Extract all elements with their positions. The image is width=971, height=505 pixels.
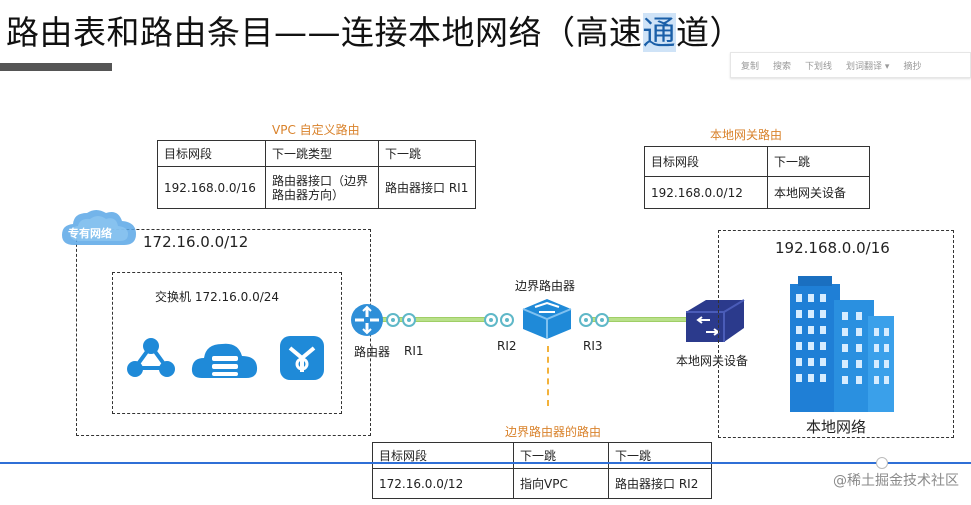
border-table-header-nexthop-b: 下一跳	[608, 442, 712, 469]
router-link-ri1-ri2	[380, 317, 490, 322]
watermark-text: @稀土掘金技术社区	[833, 473, 959, 489]
switch-region	[112, 272, 342, 414]
network-topology-icon	[127, 338, 175, 377]
vpc-table-header-dest: 目标网段	[157, 140, 266, 167]
border-table-cell-nexthop-b: 路由器接口 RI2	[608, 468, 712, 499]
border-router-label: 边界路由器	[515, 279, 576, 293]
toolbar-translate-button[interactable]: 划词翻译 ▾	[846, 61, 890, 72]
local-route-table: 目标网段 下一跳 192.168.0.0/12 本地网关设备	[644, 146, 870, 209]
border-route-table-caption: 边界路由器的路由	[505, 425, 602, 439]
local-network-label: 本地网络	[806, 418, 867, 436]
border-table-cell-nexthop-a: 指向VPC	[513, 468, 609, 499]
video-progress-handle[interactable]	[876, 457, 888, 469]
ri3-label: RI3	[583, 339, 603, 353]
local-table-header-nexthop: 下一跳	[767, 146, 870, 177]
toolbar-excerpt-button[interactable]: 摘抄	[903, 61, 922, 72]
local-table-cell-nexthop: 本地网关设备	[767, 176, 870, 209]
vpc-route-table-caption: VPC 自定义路由	[272, 123, 360, 137]
vpc-table-cell-nexthop: 路由器接口 RI1	[378, 166, 476, 209]
local-table-cell-dest: 192.168.0.0/12	[644, 176, 768, 209]
vpc-table-cell-nexthop-type: 路由器接口（边界路由器方向）	[265, 166, 379, 209]
cloud-database-icon	[191, 343, 258, 378]
border-table-header-dest: 目标网段	[372, 442, 514, 469]
vpc-route-table: 目标网段 下一跳类型 下一跳 192.168.0.0/16 路由器接口（边界路由…	[157, 140, 476, 209]
local-cidr-label: 192.168.0.0/16	[775, 239, 890, 257]
office-building-icon	[790, 276, 894, 412]
local-table-header-dest: 目标网段	[644, 146, 768, 177]
vpc-cloud-icon	[62, 210, 136, 245]
toolbar-underline-button[interactable]: 下划线	[805, 61, 833, 72]
toolbar-search-button[interactable]: 搜索	[773, 61, 792, 72]
border-table-header-nexthop-a: 下一跳	[513, 442, 609, 469]
border-router-icon	[522, 299, 572, 339]
border-route-table: 目标网段 下一跳 下一跳 172.16.0.0/12 指向VPC 路由器接口 R…	[372, 442, 712, 499]
gateway-device-icon	[686, 299, 745, 342]
ri1-label: RI1	[404, 344, 424, 358]
router-link-ri3-gateway	[590, 317, 690, 322]
border-router-route-link	[547, 346, 549, 406]
router-label: 路由器	[354, 345, 391, 359]
switch-label: 交换机 172.16.0.0/24	[155, 290, 280, 304]
port-icon	[579, 313, 593, 327]
vpc-table-header-nexthop-type: 下一跳类型	[265, 140, 379, 167]
ri2-label: RI2	[497, 339, 517, 353]
vpc-cidr-label: 172.16.0.0/12	[143, 233, 249, 251]
local-network-region	[718, 230, 954, 438]
video-progress-line[interactable]	[0, 462, 971, 464]
vpc-badge-label: 专有网络	[68, 227, 112, 240]
vpc-router-icon	[351, 304, 383, 336]
text-selection-toolbar: 复制 搜索 下划线 划词翻译 ▾ 摘抄	[730, 52, 971, 78]
ecs-instance-icon	[280, 336, 324, 380]
port-icon	[484, 313, 498, 327]
gateway-label: 本地网关设备	[676, 354, 749, 368]
port-icon	[402, 313, 416, 327]
vpc-table-header-nexthop: 下一跳	[378, 140, 476, 167]
local-route-table-caption: 本地网关路由	[710, 128, 783, 142]
toolbar-copy-button[interactable]: 复制	[741, 61, 760, 72]
slide-title: 路由表和路由条目——连接本地网络（高速通道）	[6, 13, 743, 52]
port-icon	[500, 313, 514, 327]
port-icon	[595, 313, 609, 327]
port-icon	[386, 313, 400, 327]
border-table-cell-dest: 172.16.0.0/12	[372, 468, 514, 499]
title-underline-bar	[0, 63, 112, 71]
vpc-table-cell-dest: 192.168.0.0/16	[157, 166, 266, 209]
